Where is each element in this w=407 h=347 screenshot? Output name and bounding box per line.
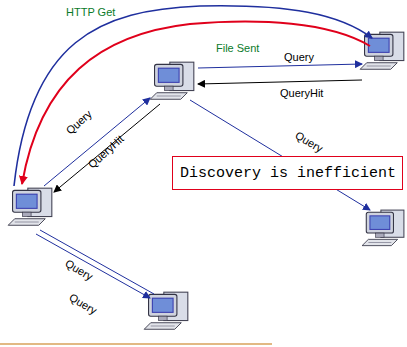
message-label: Query — [63, 257, 94, 282]
callout-box: Discovery is inefficient — [172, 156, 403, 190]
message-label: QueryHit — [280, 88, 323, 99]
message-label: Query — [67, 291, 98, 316]
message-label: Query — [284, 52, 314, 63]
callout-text: Discovery is inefficient — [180, 165, 395, 183]
message-label: QueryHit — [86, 133, 126, 170]
flow-label: HTTP Get — [66, 7, 115, 18]
flow-label: File Sent — [216, 43, 259, 54]
message-label: Query — [64, 108, 94, 136]
message-label: Query — [293, 129, 324, 154]
